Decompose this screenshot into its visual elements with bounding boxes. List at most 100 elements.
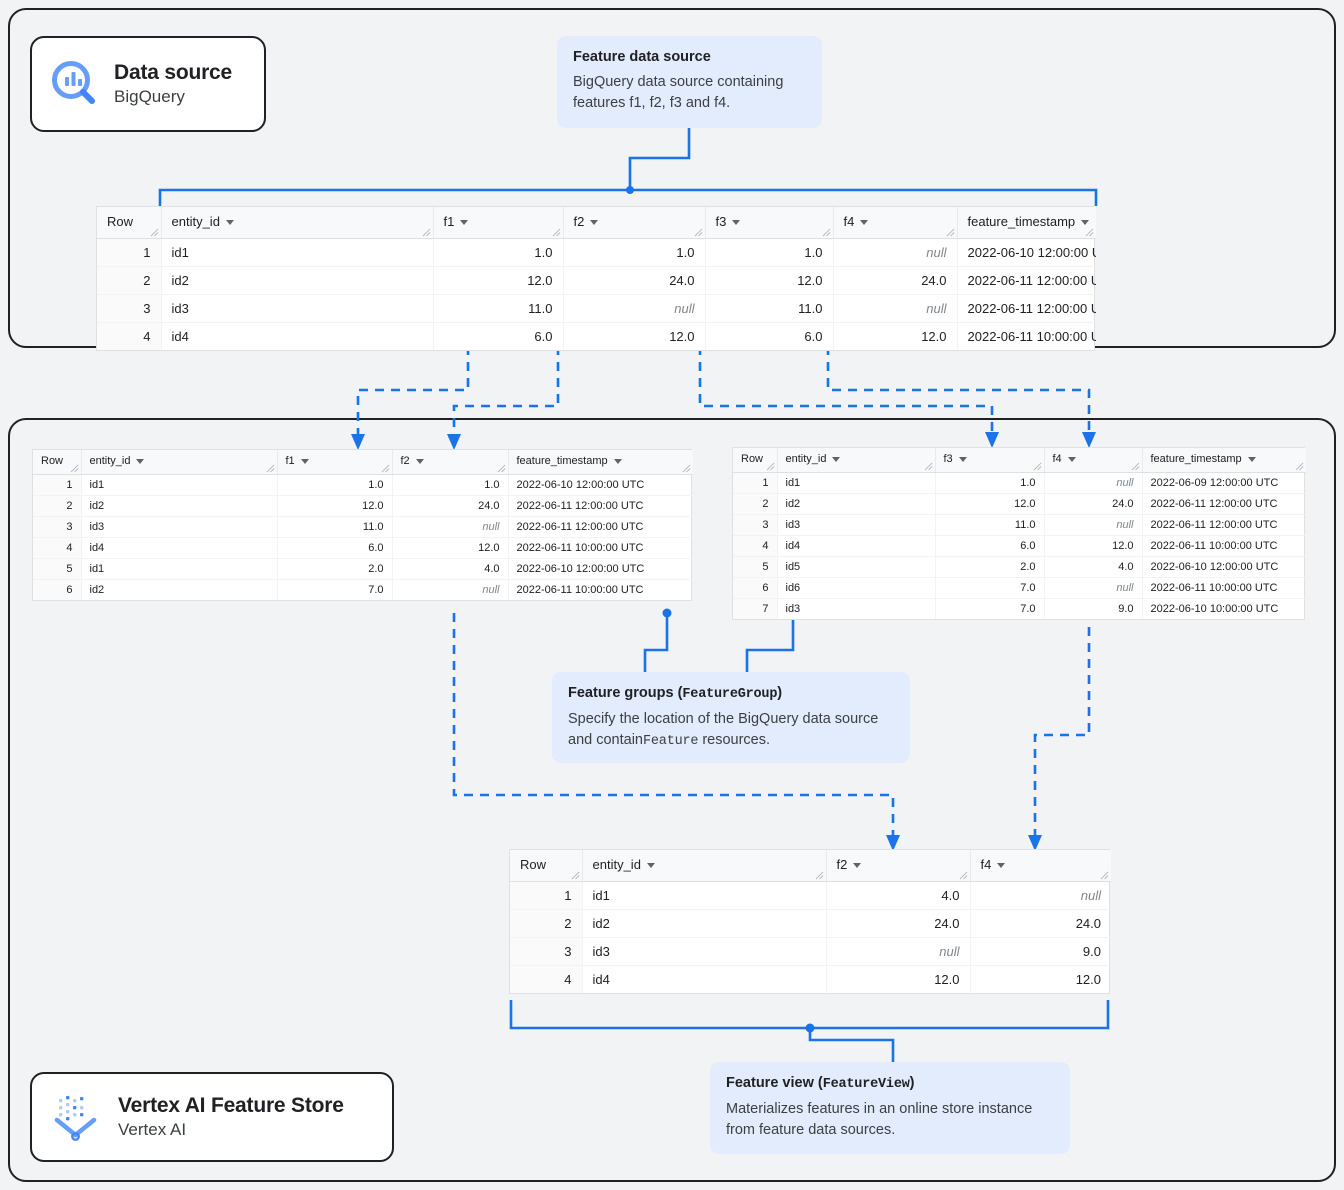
table-cell: null	[1044, 472, 1143, 494]
column-header-f2[interactable]: f2	[826, 850, 971, 882]
table-cell: 1	[33, 474, 82, 496]
column-header-feature-timestamp[interactable]: feature_timestamp	[957, 207, 1096, 239]
chevron-down-icon[interactable]	[997, 863, 1006, 869]
column-header-feature-timestamp[interactable]: feature_timestamp	[508, 450, 693, 475]
chevron-down-icon[interactable]	[590, 220, 599, 226]
chevron-down-icon[interactable]	[460, 220, 469, 226]
chevron-down-icon[interactable]	[225, 220, 234, 226]
column-header-label: f3	[943, 453, 953, 465]
table-cell: 5	[733, 556, 778, 578]
column-header-f1[interactable]: f1	[277, 450, 393, 475]
column-header-entity-id[interactable]: entity_id	[161, 207, 434, 239]
chevron-down-icon[interactable]	[958, 456, 967, 462]
chevron-down-icon[interactable]	[300, 458, 309, 464]
table-cell: 2022-06-11 10:00:00 UTC	[516, 584, 644, 596]
chevron-down-icon[interactable]	[1247, 456, 1256, 462]
column-header-f4[interactable]: f4	[1044, 448, 1143, 473]
chip-data-source: Data source BigQuery	[30, 36, 266, 132]
callout-body-part2: resources.	[698, 731, 771, 748]
column-header-f1[interactable]: f1	[433, 207, 564, 239]
table-cell: 4	[510, 965, 583, 993]
table-cell: 2022-06-10 12:00:00 UTC	[508, 558, 693, 580]
table-cell: id1	[81, 474, 278, 496]
chevron-down-icon[interactable]	[415, 458, 424, 464]
chevron-down-icon[interactable]	[732, 220, 741, 226]
chevron-down-icon[interactable]	[853, 863, 862, 869]
table-cell: 7	[733, 598, 778, 619]
table-cell: 1.0	[392, 474, 509, 496]
chevron-down-icon[interactable]	[860, 220, 869, 226]
table-cell: 24.0	[1044, 493, 1143, 515]
column-header-label: Row	[41, 455, 64, 467]
column-header-Row[interactable]: Row	[733, 448, 778, 473]
table-cell: 6.0	[935, 535, 1045, 557]
chevron-down-icon[interactable]	[646, 863, 655, 869]
table-cell: 6.0	[433, 322, 564, 350]
column-header-f2[interactable]: f2	[392, 450, 509, 475]
column-header-feature-timestamp[interactable]: feature_timestamp	[1142, 448, 1306, 473]
column-header-Row[interactable]: Row	[97, 207, 162, 239]
column-header-Row[interactable]: Row	[510, 850, 583, 882]
callout-body: Materializes features in an online store…	[726, 1101, 1033, 1138]
table-cell: id2	[582, 909, 827, 938]
table-cell: null	[826, 937, 971, 966]
column-header-f3[interactable]: f3	[705, 207, 834, 239]
table-cell: null	[1044, 514, 1143, 536]
chevron-down-icon[interactable]	[136, 458, 145, 464]
chevron-down-icon[interactable]	[1067, 456, 1076, 462]
callout-title-code: FeatureView	[822, 1077, 910, 1092]
callout-body-code: Feature	[642, 733, 699, 749]
column-header-label: feature_timestamp	[967, 214, 1076, 229]
table-cell: 2022-06-11 10:00:00 UTC	[1142, 535, 1306, 557]
column-header-f3[interactable]: f3	[935, 448, 1045, 473]
table-cell: id1	[777, 472, 936, 494]
table-cell: 12.0	[392, 537, 509, 559]
table-cell: id4	[582, 965, 827, 993]
table-cell: null	[563, 294, 706, 323]
column-header-entity-id[interactable]: entity_id	[777, 448, 936, 473]
table-cell: 12.0	[563, 322, 706, 350]
table-cell: 4.0	[392, 558, 509, 580]
chevron-down-icon[interactable]	[1081, 220, 1090, 226]
table-cell: 7.0	[935, 577, 1045, 599]
chevron-down-icon[interactable]	[832, 456, 841, 462]
table-cell: 4.0	[1044, 556, 1143, 578]
column-header-f2[interactable]: f2	[563, 207, 706, 239]
column-header-entity-id[interactable]: entity_id	[582, 850, 827, 882]
callout-title-code: FeatureGroup	[682, 687, 778, 702]
column-header-Row[interactable]: Row	[33, 450, 82, 475]
column-header-f4[interactable]: f4	[833, 207, 958, 239]
column-header-label: f4	[980, 857, 992, 872]
column-header-entity-id[interactable]: entity_id	[81, 450, 278, 475]
table-cell: 4	[733, 535, 778, 557]
callout-body: Specify the location of the BigQuery dat…	[568, 709, 894, 751]
chevron-down-icon[interactable]	[613, 458, 622, 464]
column-header-label: f2	[836, 857, 848, 872]
column-header-f4[interactable]: f4	[970, 850, 1111, 882]
